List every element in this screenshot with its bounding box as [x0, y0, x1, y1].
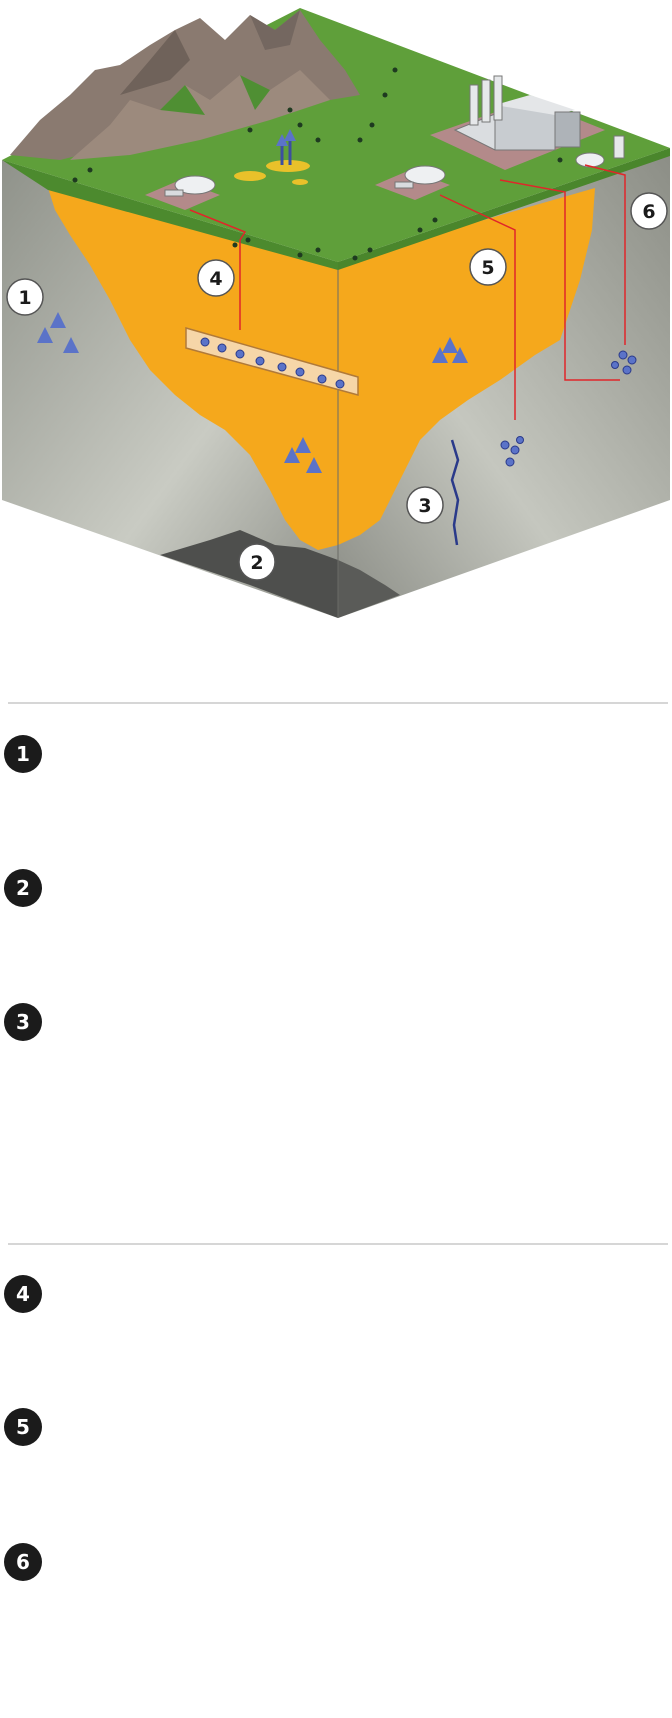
surface-vent-arrows: [276, 129, 296, 165]
marker-2: 2: [238, 543, 276, 581]
marker-4: 4: [197, 259, 235, 297]
svg-text:3: 3: [418, 495, 431, 517]
legend-badge-1: 1: [4, 735, 42, 773]
factory: [430, 75, 625, 170]
legend-badge-2: 2: [4, 869, 42, 907]
well-pad-4: [145, 175, 220, 210]
gas-bubbles: [500, 350, 637, 467]
fault-crack: [450, 439, 460, 546]
legend-badge-4: 4: [4, 1275, 42, 1313]
marker-3: 3: [406, 486, 444, 524]
svg-text:1: 1: [18, 287, 31, 309]
mountains: [10, 10, 360, 160]
legend-badge-3: 3: [4, 1003, 42, 1041]
svg-text:5: 5: [481, 257, 494, 279]
storage-chamber: [185, 327, 359, 396]
section-divider-1: [8, 702, 668, 704]
svg-text:4: 4: [209, 268, 222, 290]
marker-5: 5: [469, 248, 507, 286]
geology-block-diagram: 1 2 3 4 5 6: [2, 8, 670, 618]
well-pad-5: [375, 165, 450, 200]
marker-1: 1: [6, 278, 44, 316]
svg-text:2: 2: [250, 552, 263, 574]
section-divider-2: [8, 1243, 668, 1245]
marker-6: 6: [630, 192, 668, 230]
legend-badge-6: 6: [4, 1543, 42, 1581]
upward-arrows: [37, 312, 468, 595]
svg-text:6: 6: [642, 201, 655, 223]
surface-ponds: [234, 160, 310, 185]
pipelines: [189, 164, 626, 420]
legend-badge-5: 5: [4, 1408, 42, 1446]
